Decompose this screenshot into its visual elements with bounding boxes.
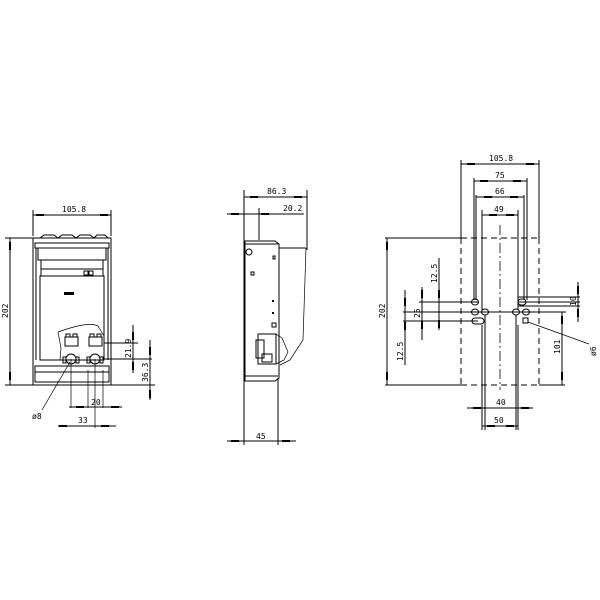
front-hole-diameter-label: ø8: [32, 412, 42, 421]
front-height-label: 202: [1, 303, 10, 318]
side-depth-label: 86.3: [267, 187, 286, 196]
side-view: 86.3 20.2 45: [227, 187, 308, 445]
mounting-view: 105.8 75 66 49 202: [378, 154, 598, 430]
mount-width-75-label: 75: [495, 171, 505, 180]
mount-hole-diameter-label: ø6: [589, 346, 598, 356]
terminal-offset-label: 33: [78, 416, 88, 425]
front-width-label: 105.8: [62, 205, 86, 214]
side-base-depth-label: 45: [256, 432, 266, 441]
mount-overall-width-label: 105.8: [489, 154, 513, 163]
mount-bottom-50-label: 50: [494, 416, 504, 425]
mount-slot-label: 10: [569, 296, 578, 306]
mount-bottom-40-label: 40: [496, 398, 506, 407]
mount-width-49-label: 49: [494, 205, 504, 214]
mount-spacing-25-label: 25: [413, 308, 422, 318]
mount-vertical-101-label: 101: [553, 339, 562, 354]
mount-width-66-label: 66: [495, 187, 505, 196]
front-view: 105.8 202: [1, 205, 155, 428]
side-front-offset-label: 20.2: [283, 204, 302, 213]
terminal-base-label: 36.3: [141, 363, 150, 382]
terminal-height-label: 21.9: [124, 339, 133, 358]
terminal-spacing-label: 20: [91, 398, 101, 407]
mount-spacing-12-5-bottom-label: 12.5: [396, 342, 405, 361]
mount-spacing-12-5-top-label: 12.5: [430, 264, 439, 283]
mount-height-label: 202: [378, 303, 387, 318]
